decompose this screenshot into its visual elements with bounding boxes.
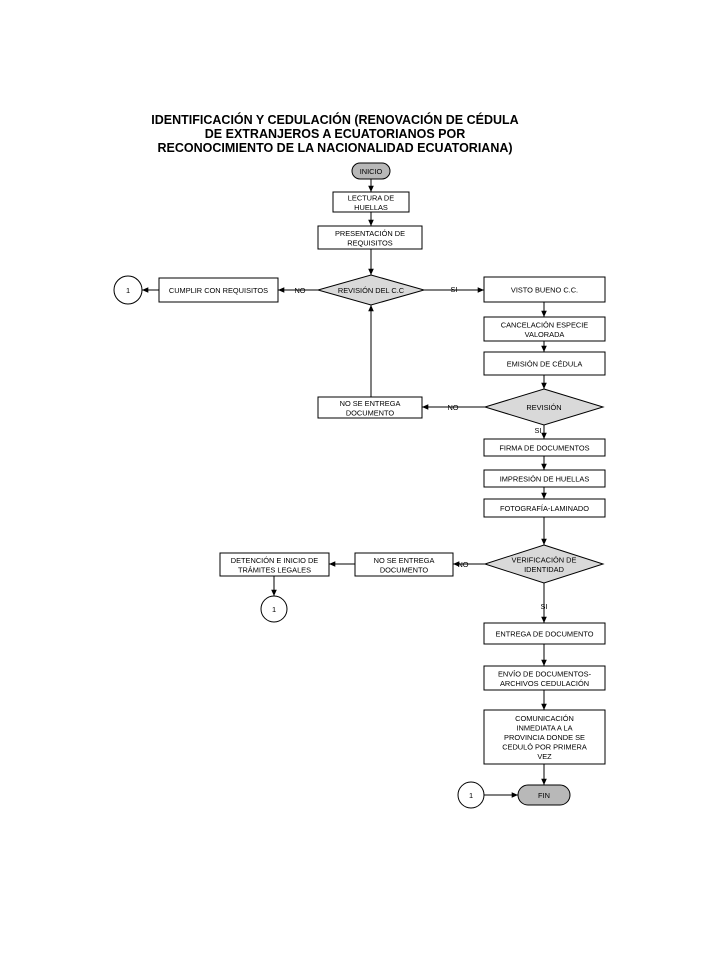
node-revision-cc: REVISIÓN DEL C.C xyxy=(316,274,426,306)
node-label-line: PRESENTACIÓN DE xyxy=(335,229,405,238)
process-box xyxy=(219,552,330,577)
process-box xyxy=(483,498,606,518)
node-label-line: IDENTIDAD xyxy=(524,565,564,574)
node-label-line: VISTO BUENO C.C. xyxy=(511,286,578,295)
node-inicio: INICIO xyxy=(351,162,391,180)
edge-label-revision-cc-no: NO xyxy=(294,286,305,295)
node-label-line: EMISIÓN DE CÉDULA xyxy=(507,360,583,369)
process-box xyxy=(483,276,606,303)
diagram-title: IDENTIFICACIÓN Y CEDULACIÓN (RENOVACIÓN … xyxy=(130,113,540,155)
node-emision-cedula: EMISIÓN DE CÉDULA xyxy=(483,351,606,376)
flowchart-edges xyxy=(142,179,547,798)
node-label-line: TRÁMITES LEGALES xyxy=(238,565,311,574)
edge-label-revision-cc-si: SI xyxy=(451,285,458,294)
node-label-line: CUMPLIR CON REQUISITOS xyxy=(169,286,268,295)
node-impresion-huellas: IMPRESIÓN DE HUELLAS xyxy=(483,469,606,488)
node-label-line: PROVINCIA DONDE SE xyxy=(504,733,585,742)
node-label-line: FOTOGRAFÍA-LAMINADO xyxy=(500,504,589,513)
node-label-line: FIRMA DE DOCUMENTOS xyxy=(499,444,589,453)
node-label-line: 1 xyxy=(272,605,276,614)
title-line-1: IDENTIFICACIÓN Y CEDULACIÓN (RENOVACIÓN … xyxy=(151,113,519,127)
process-box xyxy=(483,622,606,645)
node-label-line: ARCHIVOS CEDULACIÓN xyxy=(500,679,589,688)
process-box xyxy=(483,351,606,376)
node-label-line: ENTREGA DE DOCUMENTO xyxy=(495,630,593,639)
node-label-line: CANCELACIÓN ESPECIE xyxy=(501,320,589,329)
process-box xyxy=(483,469,606,488)
process-box xyxy=(483,316,606,342)
process-box xyxy=(483,709,606,765)
node-label-line: NO SE ENTREGA xyxy=(374,556,435,565)
decision-diamond xyxy=(316,274,426,306)
process-box xyxy=(483,665,606,691)
flowchart-edge-labels: NO SI NO SI NO SI xyxy=(294,285,547,611)
node-label-line: DETENCIÓN E INICIO DE xyxy=(231,556,319,565)
node-label-line: 1 xyxy=(469,791,473,800)
process-box xyxy=(354,552,454,577)
node-cumplir-requisitos: CUMPLIR CON REQUISITOS xyxy=(158,277,279,303)
node-label-line: REVISIÓN DEL C.C xyxy=(338,286,405,295)
node-entrega-documento: ENTREGA DE DOCUMENTO xyxy=(483,622,606,645)
node-label-line: ENVÍO DE DOCUMENTOS- xyxy=(498,669,592,678)
node-label-line: IMPRESIÓN DE HUELLAS xyxy=(500,475,590,484)
node-label-line: REQUISITOS xyxy=(347,238,393,247)
node-connector-1-mid: 1 xyxy=(260,595,288,623)
connector-circle xyxy=(260,595,288,623)
decision-diamond xyxy=(483,388,605,426)
node-label-line: REVISIÓN xyxy=(526,403,561,412)
process-box xyxy=(317,225,423,250)
connector-circle xyxy=(113,275,143,305)
node-fotografia-laminado: FOTOGRAFÍA-LAMINADO xyxy=(483,498,606,518)
node-label-line: NO SE ENTREGA xyxy=(340,399,401,408)
terminal-shape xyxy=(351,162,391,180)
node-label-line: DOCUMENTO xyxy=(380,565,429,574)
decision-diamond xyxy=(483,544,605,584)
connector-circle xyxy=(457,781,485,809)
node-connector-1-left: 1 xyxy=(113,275,143,305)
title-line-2: DE EXTRANJEROS A ECUATORIANOS POR xyxy=(204,127,466,141)
process-box xyxy=(317,396,423,419)
edge-label-revision-si: SI xyxy=(535,426,542,435)
edge-label-verificacion-no: NO xyxy=(457,560,468,569)
title-line-3: RECONOCIMIENTO DE LA NACIONALIDAD ECUATO… xyxy=(157,141,513,155)
node-firma-documentos: FIRMA DE DOCUMENTOS xyxy=(483,438,606,457)
node-label-line: INMEDIATA A LA xyxy=(517,724,573,733)
node-label-line: 1 xyxy=(126,286,130,295)
node-revision: REVISIÓN xyxy=(483,388,605,426)
node-label-line: CEDULÓ POR PRIMERA xyxy=(502,743,587,752)
edge-label-verificacion-si: SI xyxy=(541,602,548,611)
node-fin: FIN xyxy=(517,784,571,806)
node-label-line: DOCUMENTO xyxy=(346,408,395,417)
process-box xyxy=(483,438,606,457)
node-label-line: INICIO xyxy=(360,167,383,176)
node-label-line: HUELLAS xyxy=(354,203,388,212)
node-label-line: LECTURA DE xyxy=(348,193,394,202)
process-box xyxy=(332,191,410,213)
terminal-shape xyxy=(517,784,571,806)
node-label-line: COMUNICACIÓN xyxy=(515,714,574,723)
node-label-line: FIN xyxy=(538,791,550,800)
process-box xyxy=(158,277,279,303)
node-label-line: VERIFICACIÓN DE xyxy=(512,555,577,564)
node-visto-bueno: VISTO BUENO C.C. xyxy=(483,276,606,303)
node-label-line: VEZ xyxy=(537,752,552,761)
node-label-line: VALORADA xyxy=(525,330,565,339)
node-envio-documentos: ENVÍO DE DOCUMENTOS-ARCHIVOS CEDULACIÓN xyxy=(483,665,606,691)
edge-label-revision-no: NO xyxy=(447,403,458,412)
node-connector-1-bottom: 1 xyxy=(457,781,485,809)
